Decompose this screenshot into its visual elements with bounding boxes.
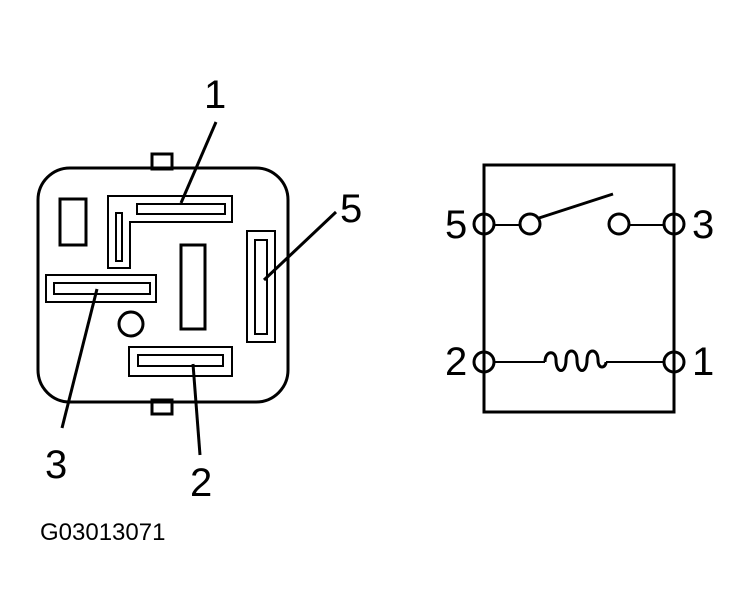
terminal-label-3: 3: [692, 203, 714, 247]
pin-1-blade: [136, 203, 226, 215]
relay-schematic: 5 3 2 1: [445, 163, 714, 414]
pin-2-frame: [128, 346, 233, 377]
terminal-3: [662, 212, 686, 236]
index-slot: [58, 197, 88, 247]
pin-1-stem: [115, 212, 123, 262]
pin-label-2: 2: [190, 461, 212, 505]
schematic-box: [482, 163, 676, 414]
figure-code: G03013071: [40, 519, 165, 546]
coil-symbol: [543, 349, 608, 372]
pin-3-frame: [45, 274, 157, 303]
terminal-5: [472, 212, 496, 236]
leader-pin-1: [179, 121, 218, 204]
pin-5-blade: [254, 239, 268, 335]
locating-hole: [117, 310, 145, 338]
relay-top-view: 1 5 3 2: [36, 73, 362, 505]
terminal-label-1: 1: [692, 340, 714, 384]
leader-pin-2: [191, 363, 202, 456]
switch-arm: [538, 192, 614, 220]
terminal-label-5: 5: [445, 203, 467, 247]
leader-pin-5: [262, 210, 338, 282]
terminal-label-2: 2: [445, 340, 467, 384]
pin-label-5: 5: [340, 187, 362, 231]
pin-label-1: 1: [204, 73, 226, 117]
switch-contact-left: [518, 212, 542, 236]
pin-1-frame: [107, 195, 233, 269]
terminal-2: [472, 350, 496, 374]
pin-label-3: 3: [45, 443, 67, 487]
leader-pin-3: [60, 288, 99, 429]
pin-3-blade: [53, 282, 151, 295]
bottom-tab: [150, 398, 174, 416]
pin-5-frame: [246, 230, 276, 343]
pin-2-blade: [137, 354, 224, 367]
center-block: [179, 243, 207, 331]
switch-contact-right: [607, 212, 631, 236]
terminal-1: [662, 350, 686, 374]
relay-body: [36, 166, 290, 404]
